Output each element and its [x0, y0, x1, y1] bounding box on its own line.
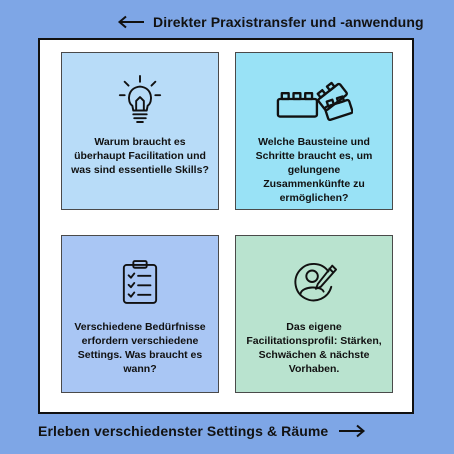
card-building-blocks: Welche Bausteine und Schritte braucht es…: [235, 52, 393, 210]
main-frame: Warum braucht es überhaupt Facilitation …: [38, 38, 414, 414]
top-caption: Direkter Praxistransfer und -anwendung: [117, 12, 424, 32]
arrow-right-icon: [339, 424, 366, 438]
card-facilitation-skills: Warum braucht es überhaupt Facilitation …: [61, 52, 219, 210]
card-settings-needs: Verschiedene Bedürfnisse erfordern versc…: [61, 235, 219, 393]
checklist-icon: [121, 256, 159, 308]
top-caption-text: Direkter Praxistransfer und -anwendung: [153, 14, 424, 30]
bottom-caption-text: Erleben verschiedenster Settings & Räume: [38, 423, 329, 439]
arrow-left-icon: [117, 15, 144, 29]
card-text: Welche Bausteine und Schritte braucht es…: [255, 136, 373, 204]
card-text: Warum braucht es überhaupt Facilitation …: [71, 136, 209, 176]
building-blocks-icon: [275, 73, 353, 125]
card-facilitation-profile: Das eigene Facilitationsprofil: Stärken,…: [235, 235, 393, 393]
bottom-caption: Erleben verschiedenster Settings & Räume: [38, 420, 366, 442]
card-text: Das eigene Facilitationsprofil: Stärken,…: [246, 321, 382, 375]
lightbulb-icon: [117, 73, 163, 125]
card-text: Verschiedene Bedürfnisse erfordern versc…: [74, 321, 206, 375]
profile-edit-icon: [290, 256, 338, 308]
